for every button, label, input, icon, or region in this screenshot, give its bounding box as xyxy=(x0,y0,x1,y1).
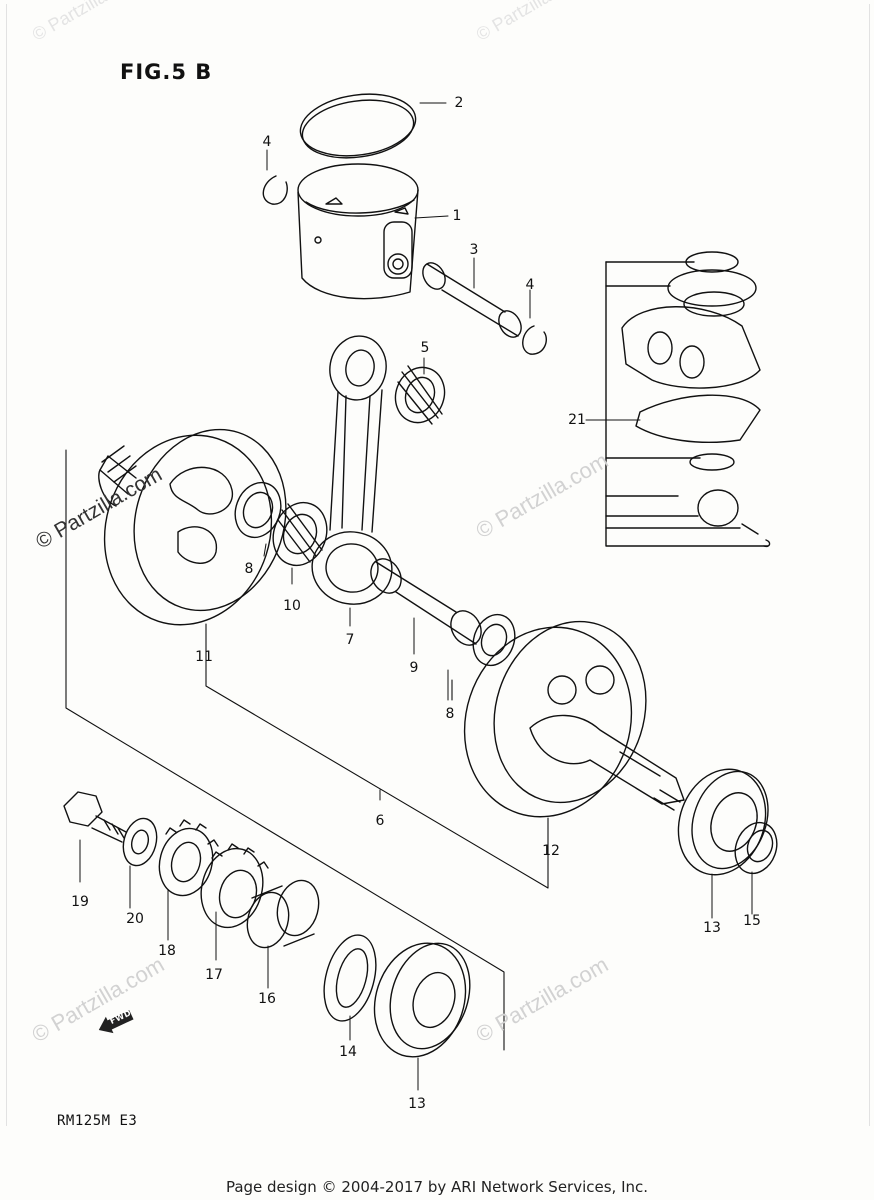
crank-half-left-part xyxy=(98,428,287,626)
callout-17: 17 xyxy=(205,967,223,983)
connecting-rod-part xyxy=(311,335,393,605)
callout-12: 12 xyxy=(542,843,560,859)
callout-18: 18 xyxy=(158,943,176,959)
callout-11: 11 xyxy=(195,649,213,665)
callout-13-left: 13 xyxy=(408,1096,426,1112)
crank-bearing-right-part xyxy=(677,768,769,876)
callout-5: 5 xyxy=(420,340,430,356)
oil-seal-right-part xyxy=(734,821,778,875)
big-end-bearing-part xyxy=(272,501,328,567)
oil-seal-left-part xyxy=(323,934,377,1022)
callout-9: 9 xyxy=(409,660,419,676)
bolt-part xyxy=(63,791,127,843)
page-footer: Page design © 2004-2017 by ARI Network S… xyxy=(225,1178,649,1196)
callout-7: 7 xyxy=(345,632,355,648)
crank-bearing-left-part xyxy=(373,942,471,1058)
callout-14: 14 xyxy=(339,1044,357,1060)
callout-6: 6 xyxy=(375,813,385,829)
piston-pin-part xyxy=(422,262,522,338)
leader-lines xyxy=(79,102,753,1091)
callout-2: 2 xyxy=(454,95,464,111)
primary-gear-part xyxy=(158,819,219,897)
model-code: RM125M E3 xyxy=(57,1113,138,1129)
circlip-part-left xyxy=(262,175,288,205)
assembly-bracket-lines xyxy=(65,449,549,1051)
drive-gear-part xyxy=(200,843,269,929)
spacer-part xyxy=(246,879,320,949)
callout-13-right: 13 xyxy=(703,920,721,936)
callout-3: 3 xyxy=(469,242,479,258)
piston-part xyxy=(297,163,419,300)
callout-10: 10 xyxy=(283,598,301,614)
callout-19: 19 xyxy=(71,894,89,910)
callout-8-left: 8 xyxy=(244,561,254,577)
callout-1: 1 xyxy=(452,208,462,224)
thrust-washer-left-part xyxy=(234,481,282,539)
small-end-bearing-part xyxy=(394,365,446,425)
gasket-kit-part xyxy=(605,251,771,548)
crank-half-right-part xyxy=(463,620,685,818)
washer-part xyxy=(122,817,158,867)
circlip-part-right xyxy=(522,325,548,355)
callout-4-left: 4 xyxy=(262,134,272,150)
crank-pin-part xyxy=(370,558,482,646)
thrust-washer-right-part xyxy=(472,613,516,667)
callout-8-right: 8 xyxy=(445,706,455,722)
callout-20: 20 xyxy=(126,911,144,927)
callout-16: 16 xyxy=(258,991,276,1007)
piston-ring-part xyxy=(299,93,417,159)
callout-21: 21 xyxy=(568,412,586,428)
forward-arrow-icon: FWD xyxy=(95,1005,138,1039)
callout-4-right: 4 xyxy=(525,277,535,293)
callout-15: 15 xyxy=(743,913,761,929)
figure-title: FIG.5 B xyxy=(120,60,213,84)
